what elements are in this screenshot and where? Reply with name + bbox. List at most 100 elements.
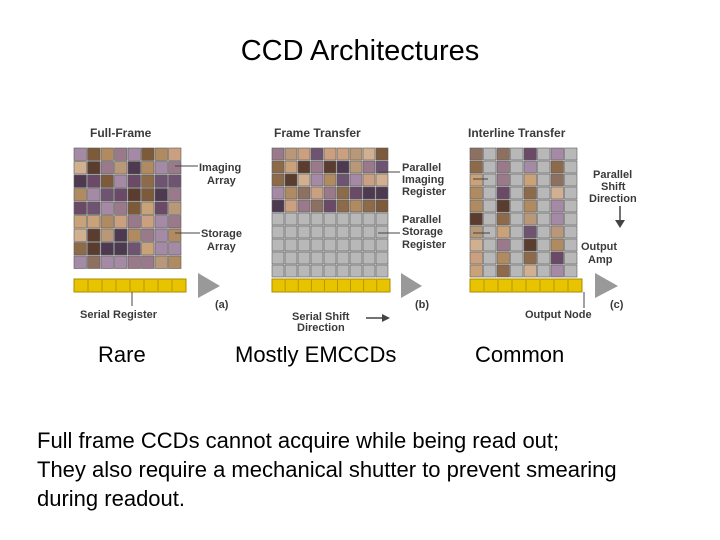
pixel-cell [550,147,564,161]
pixel-cell [523,160,537,174]
pixel-cell [297,186,311,200]
pixel-cell [323,264,337,278]
pixel-cell [483,251,497,265]
pixel-cell [284,199,298,213]
pixel-cell [114,242,128,256]
pixel-cell [168,215,182,229]
pixel-cell [323,147,337,161]
pixel-cell [537,147,551,161]
ccd-architecture-diagram: Full-Frame (a) Imaging Array Storage Arr… [73,126,637,334]
pixel-cell [100,201,114,215]
imaging-array-label-1: Imaging [199,162,241,174]
pixel-cell [523,147,537,161]
pixel-cell [469,264,483,278]
pixel-cell [127,147,141,161]
pixel-cell [375,199,389,213]
pixel-cell [127,201,141,215]
pixel-cell [496,173,510,187]
serial-register-cells [87,280,173,291]
panel-letter-a: (a) [215,299,229,311]
pixel-cell [114,174,128,188]
pixel-cell [537,238,551,252]
panel-heading-full-frame: Full-Frame [90,126,152,140]
pixel-cell [297,238,311,252]
parallel-storage-label-2: Storage [402,226,443,238]
pixel-cell [510,238,524,252]
parallel-storage-label-3: Register [402,239,447,251]
pixel-cell [336,173,350,187]
pixel-cell [168,255,182,269]
pixel-cell [154,174,168,188]
pixel-cell [284,212,298,226]
description-line-1: Full frame CCDs cannot acquire while bei… [37,428,560,453]
pixel-cell [564,160,578,174]
pixel-cell [537,199,551,213]
pixel-cell [127,174,141,188]
pixel-cell [100,228,114,242]
output-node-label: Output Node [525,309,592,321]
pixel-cell [100,161,114,175]
pixel-cell [550,251,564,265]
pixel-cell [271,186,285,200]
pixel-cell [127,188,141,202]
serial-shift-label-2: Direction [297,322,345,334]
pixel-cell [114,161,128,175]
pixel-cell [114,201,128,215]
pixel-cell [362,199,376,213]
serial-register-cells [483,280,569,291]
pixel-cell [73,188,87,202]
pixel-cell [510,173,524,187]
pixel-cell [349,238,363,252]
pixel-cell [336,186,350,200]
panel-heading-interline-transfer: Interline Transfer [468,126,566,140]
pixel-cell [284,186,298,200]
pixel-cell [168,174,182,188]
pixel-cell [483,160,497,174]
pixel-cell [168,147,182,161]
pixel-cell [550,238,564,252]
parallel-imaging-label-3: Register [402,186,447,198]
imaging-array-label-2: Array [207,175,237,187]
pixel-cell [483,186,497,200]
output-amp-label-2: Amp [588,254,613,266]
pixel-cell [87,161,101,175]
pixel-cell [310,225,324,239]
pixel-cell [154,188,168,202]
pixel-cell [323,238,337,252]
pixel-cell [550,225,564,239]
pixel-cell [469,199,483,213]
pixel-cell [483,264,497,278]
pixel-cell [349,147,363,161]
pixel-cell [537,212,551,226]
pixel-cell [271,238,285,252]
parallel-shift-label-1: Parallel [593,169,632,181]
pixel-cell [469,251,483,265]
pixel-cell [362,225,376,239]
pixel-cell [141,188,155,202]
pixel-cell [310,212,324,226]
pixel-cell [375,264,389,278]
pixel-cell [141,201,155,215]
pixel-cell [73,255,87,269]
pixel-cell [127,228,141,242]
pixel-cell [564,264,578,278]
pixel-cell [550,199,564,213]
pixel-cell [73,228,87,242]
pixel-cell [349,173,363,187]
pixel-cell [73,242,87,256]
pixel-cell [323,251,337,265]
pixel-cell [284,264,298,278]
pixel-cell [310,160,324,174]
pixel-cell [537,225,551,239]
panel-letter-c: (c) [610,299,624,311]
pixel-cell [284,147,298,161]
output-amp-label-1: Output [581,241,617,253]
pixel-cell [141,215,155,229]
interline-pixel-array [469,147,578,278]
pixel-cell [323,225,337,239]
pixel-cell [323,160,337,174]
pixel-cell [271,160,285,174]
pixel-cell [141,242,155,256]
pixel-cell [349,264,363,278]
parallel-imaging-label-1: Parallel [402,162,441,174]
